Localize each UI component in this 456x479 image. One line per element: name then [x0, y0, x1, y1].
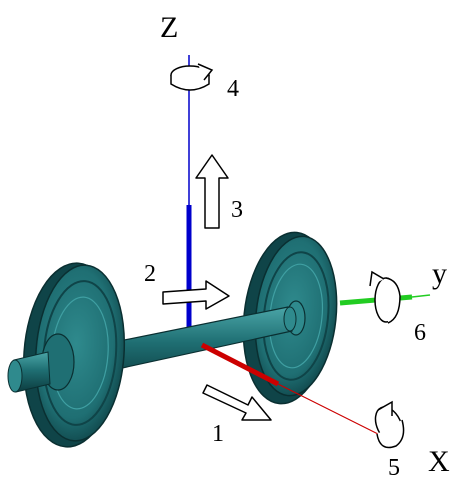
dof5-rotation-arrow-icon	[374, 400, 405, 449]
dof3-translation-arrow-icon	[195, 154, 229, 229]
x-axis-label: X	[428, 445, 450, 478]
dof4-rotation-arrow-icon	[170, 63, 214, 91]
dof4-label: 4	[227, 76, 239, 102]
dof6-label: 6	[414, 320, 426, 346]
near-wheel	[7, 262, 126, 448]
dof1-label: 1	[212, 421, 224, 447]
dof1-translation-arrow-icon	[202, 384, 272, 421]
dof5-label: 5	[388, 455, 400, 479]
dof2-translation-arrow-icon	[162, 280, 230, 310]
dof2-label: 2	[144, 261, 156, 287]
dof6-rotation-arrow-icon	[369, 270, 401, 324]
dof3-label: 3	[231, 197, 243, 223]
y-axis-label: y	[432, 257, 447, 290]
z-axis-label: Z	[160, 11, 178, 44]
